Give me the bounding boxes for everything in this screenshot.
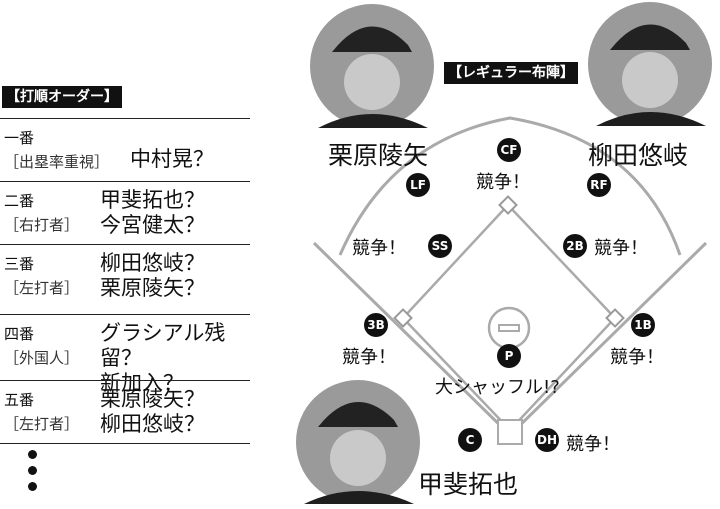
- home-plate: [497, 419, 523, 445]
- order-names: 甲斐拓也？ 今宮健太？: [100, 188, 205, 238]
- position-marker-2b: 2B: [563, 234, 587, 258]
- note-3b: 競争！: [342, 347, 396, 368]
- position-marker-dh: DH: [535, 428, 559, 452]
- order-name: グラシアル残留？: [100, 321, 226, 370]
- lineup-title: 【レギュラー布陣】: [444, 62, 578, 84]
- batting-order-title: 【打順オーダー】: [2, 86, 122, 108]
- order-row-1: 一番 ［出塁率重視］ 中村晃？: [0, 118, 250, 181]
- foul-line-left: [312, 241, 512, 437]
- player-name-left: 栗原陵矢: [328, 141, 429, 170]
- order-name: 今宮健太？: [100, 213, 205, 237]
- note-2b: 競争！: [594, 238, 648, 259]
- order-names: 中村晃？: [130, 147, 214, 172]
- continuation-dots: [28, 450, 37, 498]
- order-number: 四番: [4, 325, 35, 343]
- player-photo-bottom: [296, 380, 420, 504]
- order-number: 五番: [4, 391, 35, 409]
- note-1b: 競争！: [610, 347, 664, 368]
- order-name: 中村晃？: [130, 147, 214, 171]
- position-marker-1b: 1B: [631, 313, 655, 337]
- order-number: 二番: [4, 192, 35, 210]
- order-name: 甲斐拓也？: [100, 188, 205, 212]
- order-role: ［出塁率重視］: [4, 153, 110, 171]
- note-dh: 競争！: [566, 434, 620, 455]
- order-name: 柳田悠岐？: [100, 251, 205, 275]
- position-marker-ss: SS: [428, 234, 452, 258]
- order-names: グラシアル残留？ 新加入？: [100, 321, 250, 396]
- order-name: 新加入？: [100, 371, 184, 395]
- player-name-bottom: 甲斐拓也: [418, 470, 519, 499]
- position-marker-c: C: [458, 428, 482, 452]
- note-ss: 競争！: [352, 238, 406, 259]
- order-name: 栗原陵矢？: [100, 276, 205, 300]
- order-role: ［外国人］: [4, 349, 80, 367]
- position-marker-lf: LF: [406, 173, 430, 197]
- foul-line-right: [508, 241, 708, 437]
- note-cf: 競争！: [476, 172, 530, 193]
- order-number: 三番: [4, 255, 35, 273]
- outfield-fence: [338, 116, 682, 256]
- note-pitcher: 大シャッフル!?: [435, 377, 560, 398]
- order-names: 柳田悠岐？ 栗原陵矢？: [100, 251, 205, 301]
- position-marker-cf: CF: [497, 138, 521, 162]
- third-base: [393, 308, 413, 328]
- order-name: 柳田悠岐？: [100, 412, 205, 436]
- position-marker-3b: 3B: [364, 313, 388, 337]
- player-photo-right: [588, 2, 712, 126]
- player-photo-left: [310, 4, 434, 128]
- order-row-2: 二番 ［右打者］ 甲斐拓也？ 今宮健太？: [0, 181, 250, 244]
- order-row-5: 五番 ［左打者］ 栗原陵矢？ 柳田悠岐？: [0, 380, 250, 444]
- order-row-3: 三番 ［左打者］ 柳田悠岐？ 栗原陵矢？: [0, 244, 250, 307]
- position-marker-rf: RF: [587, 173, 611, 197]
- first-base: [605, 308, 625, 328]
- player-name-right: 柳田悠岐: [588, 141, 689, 170]
- order-row-4: 四番 ［外国人］ グラシアル残留？ 新加入？: [0, 314, 250, 395]
- order-name: 栗原陵矢？: [100, 387, 205, 411]
- order-role: ［左打者］: [4, 415, 80, 433]
- order-role: ［右打者］: [4, 216, 80, 234]
- order-role: ［左打者］: [4, 279, 80, 297]
- pitchers-plate: [498, 324, 520, 332]
- order-names: 栗原陵矢？ 柳田悠岐？: [100, 387, 205, 437]
- order-number: 一番: [4, 129, 35, 147]
- position-marker-p: P: [497, 344, 521, 368]
- second-base: [498, 195, 518, 215]
